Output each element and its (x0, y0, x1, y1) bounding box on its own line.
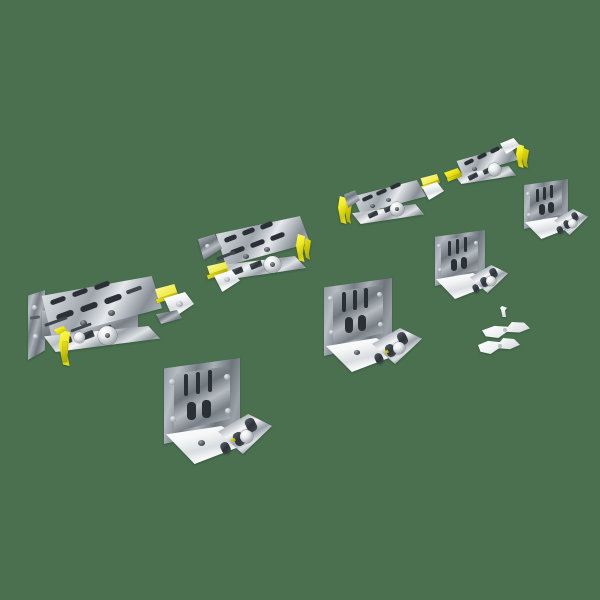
bc-slot-5 (358, 315, 366, 331)
bfl-slot-1 (184, 374, 188, 396)
st-yellow-lever-2 (522, 148, 529, 168)
su-yellow-lever-1 (338, 196, 347, 224)
part-carriage-large-left (26, 268, 202, 388)
st-yellow-lever-1 (516, 144, 524, 168)
bc-slot-4 (345, 317, 353, 333)
bfr-slot-5 (548, 202, 554, 213)
yellow-lever-tab (54, 326, 67, 335)
br-slot-1 (448, 241, 451, 256)
bc-slot-3 (364, 288, 368, 308)
bc-roller-wheel (393, 342, 405, 354)
part-carriage-small-upper (334, 166, 450, 246)
part-bracket-front-lower (158, 352, 280, 470)
st-roller-wheel (488, 163, 501, 176)
bc-hole-3 (377, 292, 382, 297)
mid-yellow-lever-2 (304, 238, 311, 260)
roller-wheel-second (74, 332, 85, 343)
part-bracket-center (318, 272, 430, 380)
bfr-slot-1 (536, 189, 539, 202)
br-slot-2 (456, 239, 459, 254)
su-hole-2 (386, 198, 391, 202)
br-roller-wheel (486, 276, 496, 286)
bc-hole-1 (328, 296, 333, 301)
bfr-hole-1 (526, 192, 530, 196)
clip-lower-hole (498, 344, 502, 348)
part-bracket-right (430, 225, 514, 303)
br-hole-1 (437, 244, 441, 248)
bfr-slot-3 (550, 185, 553, 198)
br-hole-3 (474, 241, 478, 245)
roller-wheel-axle (105, 333, 110, 338)
mid-hole-2 (264, 247, 270, 252)
br-slot-3 (464, 237, 467, 252)
mid-left-flange-hole (205, 244, 210, 248)
clip-pin (500, 306, 507, 317)
bc-yellow-speck (384, 350, 389, 354)
mid-yellow-lever-1 (296, 234, 305, 262)
bfl-slot-2 (196, 372, 200, 394)
mid-hole-1 (243, 254, 249, 259)
bfr-hole-2 (527, 213, 531, 217)
bc-slot-1 (342, 292, 346, 312)
bfl-slot-3 (208, 370, 212, 392)
mid-left-endcap-hole (224, 277, 230, 282)
bc-hole-2 (329, 330, 334, 335)
part-bracket-far-right (520, 175, 592, 243)
bc-hole-4 (378, 322, 383, 327)
br-hole-2 (438, 268, 442, 272)
part-carriage-mid (196, 212, 330, 308)
su-roller-axle (395, 207, 399, 211)
bfl-slot-4 (187, 402, 196, 420)
bfl-roller-wheel (240, 430, 253, 443)
part-clips-white (478, 302, 538, 360)
su-yellow-lever-2 (345, 200, 352, 224)
end-cap-hole (176, 301, 183, 307)
bfl-base-hole (198, 440, 205, 446)
part-carriage-small-top (438, 132, 538, 200)
su-hole-1 (370, 204, 375, 208)
deck-hole-2 (108, 310, 115, 316)
bc-slot-2 (353, 290, 357, 310)
bc-base-hole (354, 350, 360, 355)
yellow-lever-shade (63, 342, 67, 362)
bfl-hole-1 (169, 379, 175, 385)
bfr-slot-2 (543, 187, 546, 200)
mid-roller-axle (270, 262, 275, 267)
bc-inner-panel (333, 285, 383, 345)
br-inner-panel (441, 235, 478, 279)
bfl-yellow-speck (230, 438, 236, 442)
bfl-hole-3 (224, 374, 230, 380)
right-end-underside (156, 310, 182, 324)
bfr-roller-wheel (568, 219, 577, 228)
br-slot-5 (461, 257, 467, 269)
bfl-slot-5 (202, 400, 211, 418)
bfr-slot-4 (539, 204, 545, 215)
bfl-hole-2 (170, 416, 176, 422)
bfl-hole-4 (225, 408, 231, 414)
br-slot-4 (451, 259, 457, 271)
clip-upper-hole (503, 328, 507, 332)
st-hole-1 (472, 167, 477, 171)
wall-plate-hole-2 (33, 334, 38, 339)
wall-plate-hole-1 (32, 305, 37, 310)
deck-hole-1 (80, 320, 87, 326)
